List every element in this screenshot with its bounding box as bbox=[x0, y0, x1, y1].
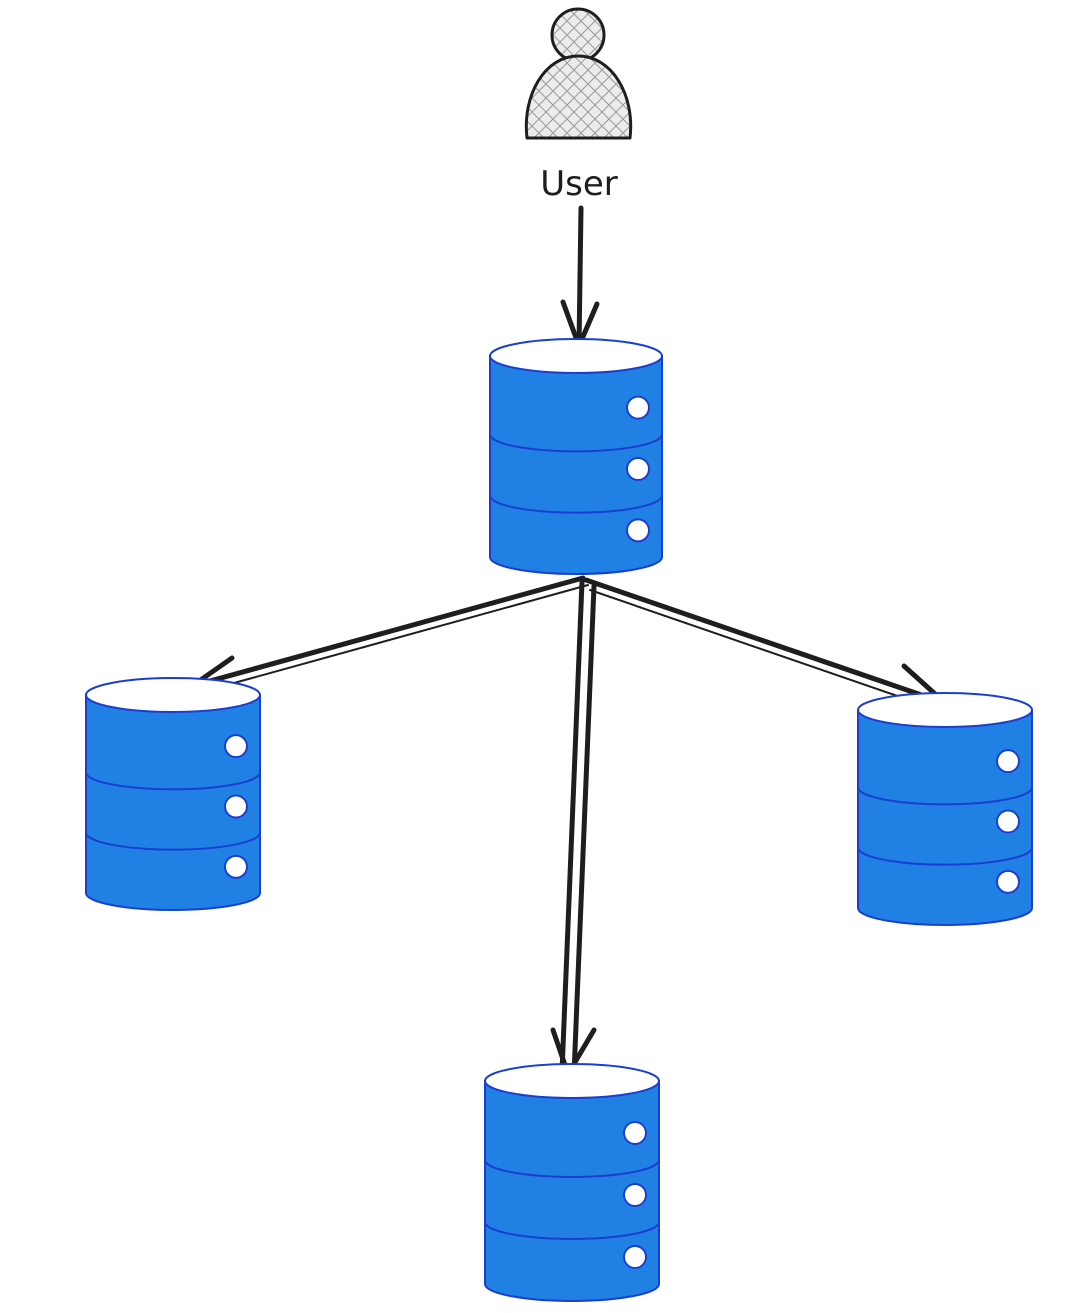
db-section-divider bbox=[484, 1221, 660, 1240]
db-indicator-dot bbox=[626, 457, 650, 481]
db-body bbox=[857, 709, 1033, 926]
db-body bbox=[85, 694, 261, 911]
db-indicator-dot bbox=[996, 749, 1020, 774]
db-indicator-dot bbox=[623, 1183, 647, 1207]
db-body bbox=[484, 1080, 660, 1302]
db-indicator-dot bbox=[224, 794, 248, 819]
edge-primary-to-bottom bbox=[550, 579, 597, 1077]
db-section-divider bbox=[489, 434, 663, 453]
db-primary[interactable] bbox=[489, 338, 663, 575]
db-section-divider bbox=[857, 847, 1033, 866]
db-top bbox=[484, 1063, 660, 1099]
edge-primary-to-left bbox=[189, 575, 589, 694]
db-replica-bottom[interactable] bbox=[484, 1063, 660, 1302]
db-body bbox=[489, 355, 663, 575]
db-indicator-dot bbox=[626, 395, 650, 420]
edge-primary-to-right bbox=[583, 577, 947, 711]
db-indicator-dot bbox=[224, 854, 248, 879]
db-top bbox=[857, 692, 1033, 728]
user-actor[interactable]: User bbox=[524, 7, 633, 204]
db-indicator-dot bbox=[623, 1121, 647, 1145]
db-replica-right[interactable] bbox=[857, 692, 1033, 926]
user-head-icon bbox=[550, 7, 606, 63]
edge-user-to-primary bbox=[560, 205, 600, 349]
db-section-divider bbox=[484, 1159, 660, 1178]
db-indicator-dot bbox=[623, 1245, 647, 1269]
db-section-divider bbox=[85, 772, 261, 791]
db-section-divider bbox=[85, 832, 261, 851]
user-label: User bbox=[540, 164, 618, 204]
db-indicator-dot bbox=[996, 869, 1020, 894]
db-indicator-dot bbox=[224, 734, 248, 759]
db-replica-left[interactable] bbox=[85, 677, 261, 911]
db-indicator-dot bbox=[626, 518, 650, 543]
db-section-divider bbox=[489, 495, 663, 514]
db-top bbox=[85, 677, 261, 713]
db-top bbox=[489, 338, 663, 374]
db-section-divider bbox=[857, 787, 1033, 806]
database-nodes bbox=[85, 338, 1033, 1302]
db-indicator-dot bbox=[996, 809, 1020, 834]
user-body-icon bbox=[524, 54, 633, 140]
